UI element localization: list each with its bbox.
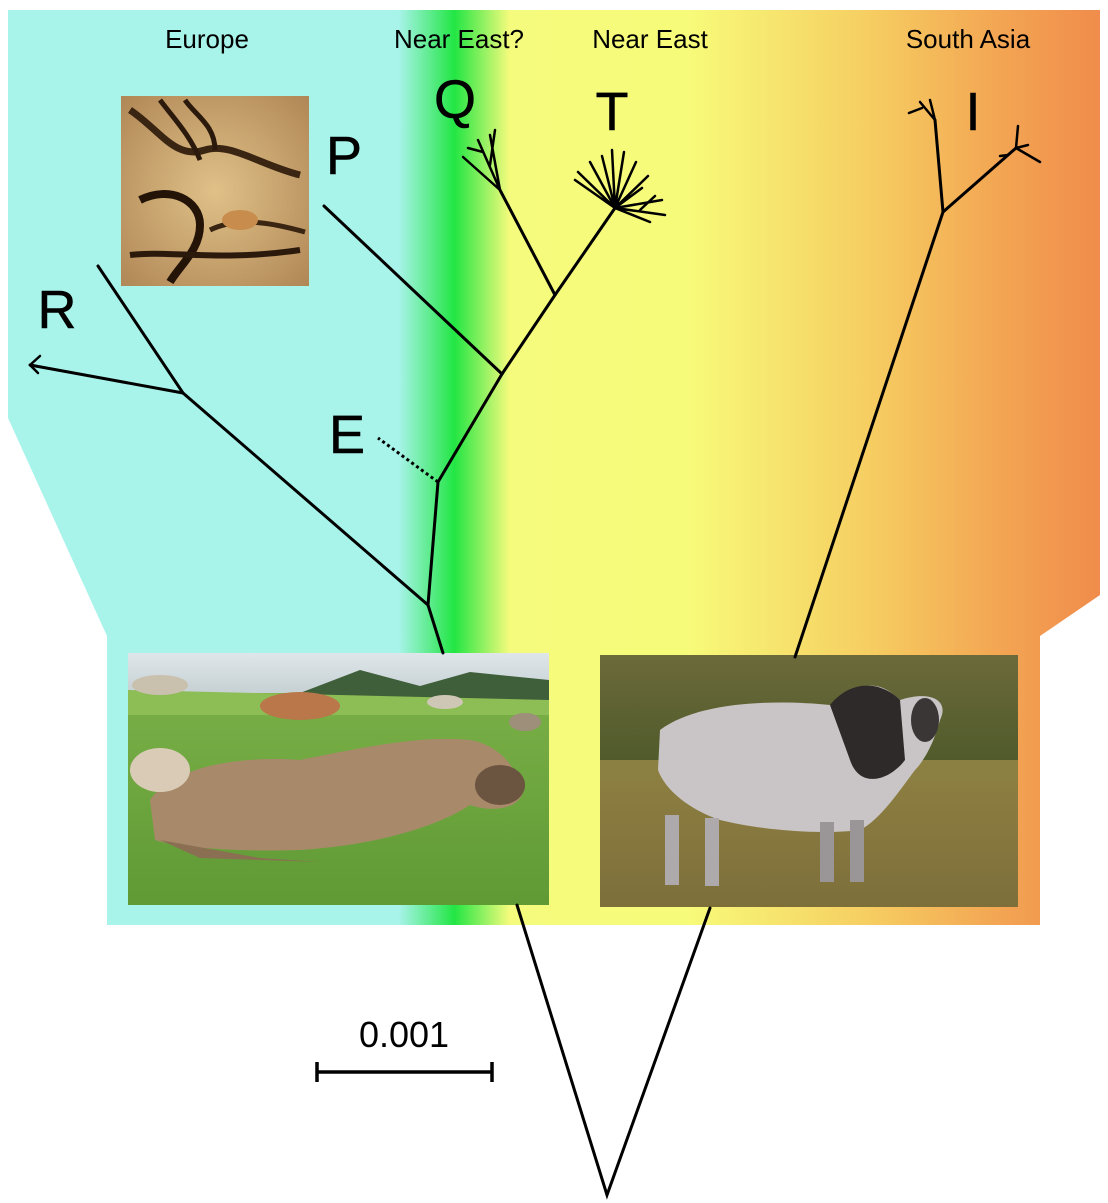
scale-bar: 0.001 [315, 1014, 494, 1082]
i-tips-left [907, 98, 937, 122]
branch-to-p-node [436, 372, 504, 484]
phylogenetic-tree [28, 98, 1042, 1200]
taurine-stem [426, 603, 445, 655]
i-branch-left [933, 118, 945, 214]
root-branches [515, 903, 712, 1200]
haplogroup-label-q: Q [434, 70, 476, 130]
haplogroup-label-r: R [38, 280, 77, 340]
t-tips [573, 148, 667, 224]
branch-to-r-node [181, 391, 430, 607]
region-label-south-asia: South Asia [906, 24, 1031, 54]
zebu-stem [793, 210, 945, 659]
q-branch [498, 188, 557, 297]
scale-bar-line [315, 1062, 494, 1082]
haplogroup-label-p: P [326, 126, 362, 186]
branch-to-e-node [426, 480, 440, 607]
i-branch-right [941, 146, 1018, 214]
q-tips [461, 128, 502, 192]
r-tip [28, 354, 42, 375]
branch-to-qt-node [500, 293, 557, 376]
r-branch-upper [96, 264, 185, 395]
e-branch-dotted [377, 436, 439, 484]
haplogroup-label-e: E [329, 405, 365, 465]
scale-bar-label: 0.001 [359, 1014, 449, 1055]
haplogroup-label-i: I [965, 82, 980, 142]
haplogroup-label-t: T [596, 82, 629, 142]
region-label-near-east: Near East [592, 24, 708, 54]
taurine-cow-photo [128, 653, 549, 905]
p-branch [322, 204, 504, 376]
cave-painting-image [121, 96, 309, 286]
region-label-europe: Europe [165, 24, 249, 54]
t-branch [553, 206, 617, 297]
i-tips-right [998, 124, 1042, 164]
region-label-near-east-uncertain: Near East? [394, 24, 524, 54]
zebu-bull-photo [600, 655, 1018, 907]
r-branch-left [28, 363, 185, 395]
